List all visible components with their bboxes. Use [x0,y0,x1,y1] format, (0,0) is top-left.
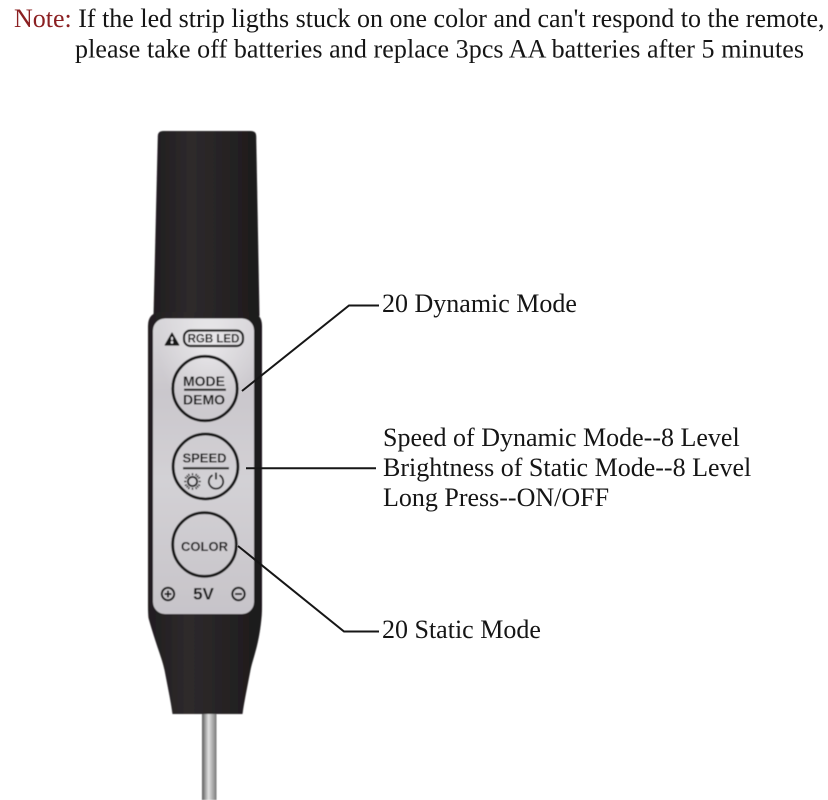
svg-text:please take off batteries and: please take off batteries and replace 3p… [75,35,804,64]
svg-text:20 Static Mode: 20 Static Mode [382,615,541,644]
svg-text:COLOR: COLOR [181,539,229,554]
svg-text:Long Press--ON/OFF: Long Press--ON/OFF [383,483,609,512]
svg-text:Note: If the led strip ligths: Note: If the led strip ligths stuck on o… [14,4,824,33]
svg-text:5V: 5V [193,585,214,604]
svg-text:SPEED: SPEED [182,451,226,466]
svg-text:Speed of Dynamic Mode--8 Level: Speed of Dynamic Mode--8 Level [383,423,740,452]
svg-text:Brightness of Static Mode--8 L: Brightness of Static Mode--8 Level [383,453,751,482]
svg-text:MODE: MODE [183,373,225,389]
svg-text:RGB LED: RGB LED [188,334,240,346]
svg-text:20 Dynamic Mode: 20 Dynamic Mode [382,289,577,318]
svg-text:DEMO: DEMO [183,392,225,408]
